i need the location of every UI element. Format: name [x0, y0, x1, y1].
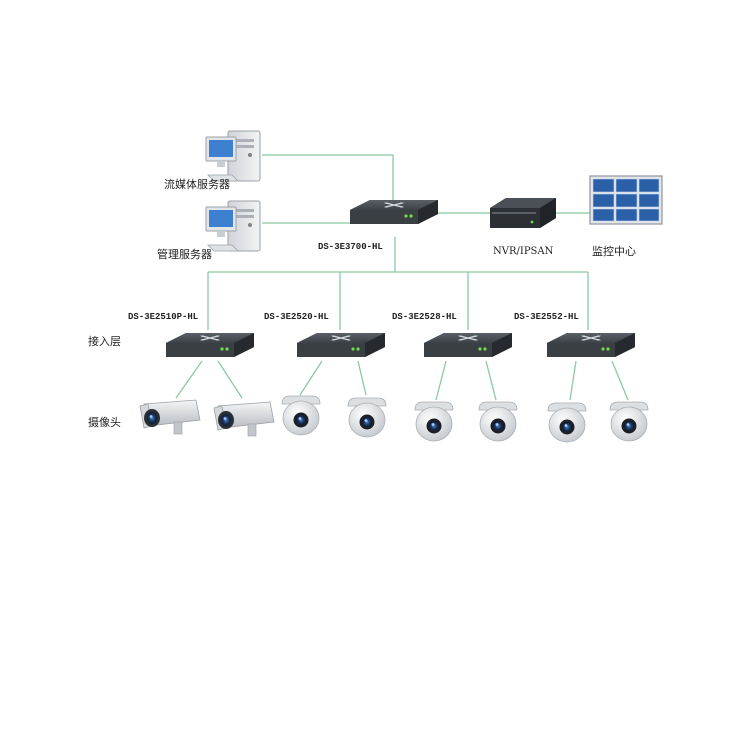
- nvr-device: NVR/IPSAN: [490, 198, 556, 257]
- link-streaming-server: [262, 154, 394, 200]
- server-icon: [205, 200, 261, 252]
- switch-icon: [546, 332, 636, 358]
- dome-camera-icon: [478, 401, 518, 442]
- link-lines: [175, 154, 629, 401]
- server-icon: [205, 130, 261, 182]
- core-switch: DS-3E3700-HL: [318, 199, 439, 252]
- dome-camera-icon: [281, 395, 321, 436]
- management-server: 管理服务器: [157, 200, 261, 261]
- dome-camera-icon: [414, 401, 454, 442]
- nvr-label: NVR/IPSAN: [493, 246, 554, 257]
- access-switch-3: DS-3E2528-HL: [392, 312, 513, 358]
- camera-layer-label: 摄像头: [88, 415, 121, 429]
- access-switch-1-label: DS-3E2510P-HL: [128, 312, 198, 322]
- nvr-icon: [490, 198, 556, 228]
- management-server-label: 管理服务器: [157, 247, 212, 261]
- access-layer-label: 接入层: [88, 335, 121, 348]
- monitor-center: 监控中心: [589, 175, 663, 258]
- bullet-camera-icon: [213, 401, 275, 437]
- video-wall-icon: [589, 175, 663, 225]
- dome-camera-icon: [609, 401, 649, 442]
- bullet-camera-icon: [139, 399, 201, 435]
- cameras: [139, 395, 649, 443]
- access-switch-4: DS-3E2552-HL: [514, 312, 636, 358]
- core-switch-label: DS-3E3700-HL: [318, 242, 383, 252]
- access-switch-2: DS-3E2520-HL: [264, 312, 386, 358]
- dome-camera-icon: [547, 402, 587, 443]
- streaming-server: 流媒体服务器: [164, 130, 261, 191]
- switch-icon: [423, 332, 513, 358]
- switch-icon: [296, 332, 386, 358]
- access-switch-2-label: DS-3E2520-HL: [264, 312, 329, 322]
- streaming-server-label: 流媒体服务器: [164, 177, 230, 191]
- switch-icon: [349, 199, 439, 225]
- dome-camera-icon: [347, 397, 387, 438]
- monitor-center-label: 监控中心: [592, 244, 636, 258]
- access-switch-4-label: DS-3E2552-HL: [514, 312, 579, 322]
- switch-icon: [165, 332, 255, 358]
- access-switch-3-label: DS-3E2528-HL: [392, 312, 457, 322]
- access-switch-1: DS-3E2510P-HL: [128, 312, 255, 358]
